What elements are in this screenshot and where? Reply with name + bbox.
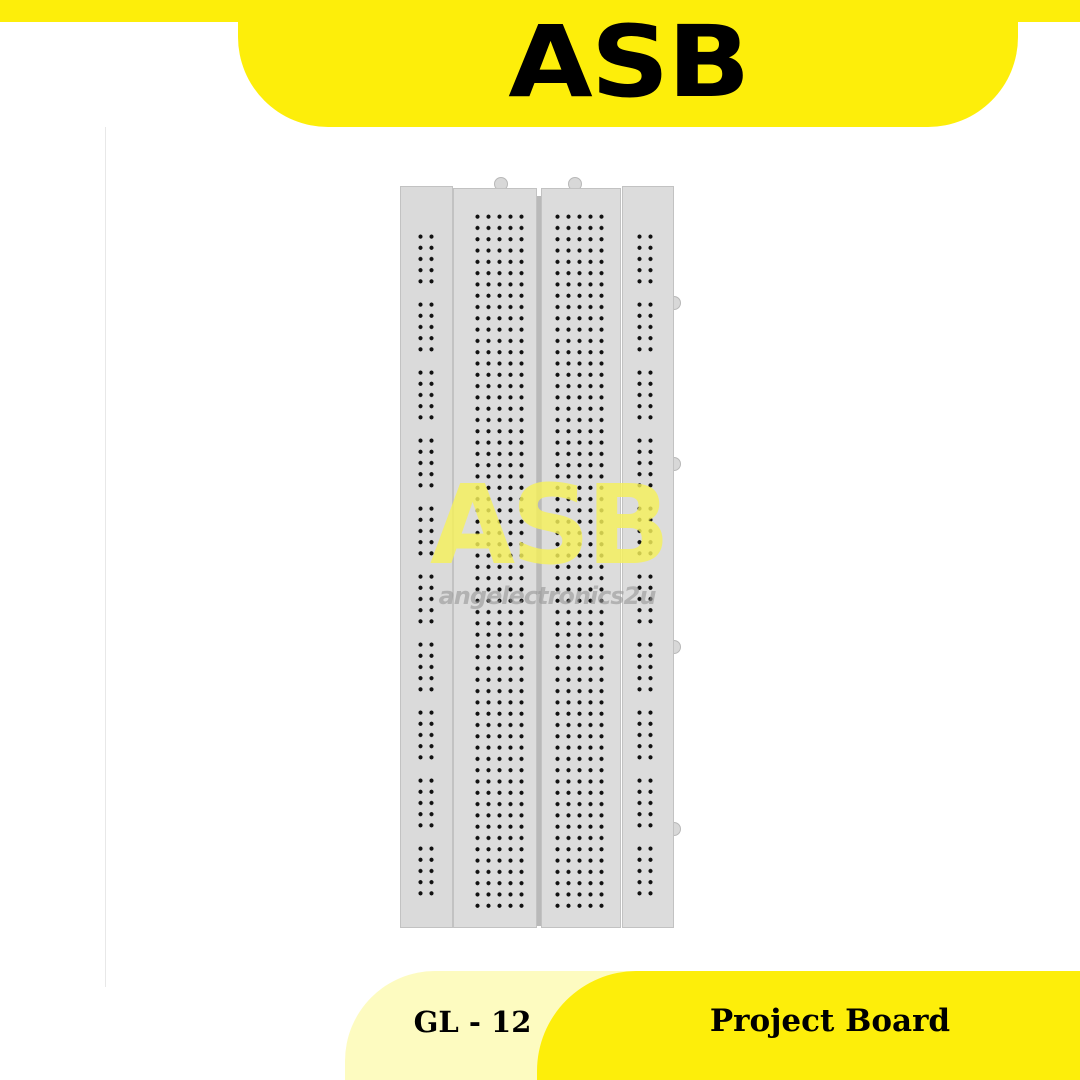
rail-hole-group [634,435,656,491]
rail-hole-group [415,843,437,899]
rail-hole-group [415,435,437,491]
rail-hole-group [634,571,656,627]
rail-hole-group [634,231,656,287]
rail-hole-group [634,367,656,423]
rail-hole-group [415,231,437,287]
divider-line [105,127,106,987]
brand-logo: ASB [507,3,750,120]
rail-hole-group [415,299,437,355]
product-name-banner [537,971,1080,1080]
terminal-hole-grid [472,211,527,911]
model-number: GL - 12 [413,1005,532,1039]
product-name: Project Board [709,1003,951,1039]
power-rail-right [622,186,674,928]
rail-hole-group [634,707,656,763]
rail-hole-group [634,503,656,559]
terminal-strip-right [541,188,621,928]
rail-hole-group [415,775,437,831]
rail-hole-group [415,707,437,763]
brand-banner: ASB [238,0,1018,127]
breadboard-image [400,177,681,928]
rail-hole-group [415,367,437,423]
rail-hole-group [415,503,437,559]
power-rail-left [400,186,453,928]
rail-hole-group [634,639,656,695]
terminal-strip-left [453,188,537,928]
rail-hole-group [415,639,437,695]
terminal-hole-grid [552,211,607,911]
rail-hole-group [634,299,656,355]
rail-hole-group [415,571,437,627]
rail-hole-group [634,775,656,831]
center-channel [537,196,541,926]
rail-hole-group [634,843,656,899]
